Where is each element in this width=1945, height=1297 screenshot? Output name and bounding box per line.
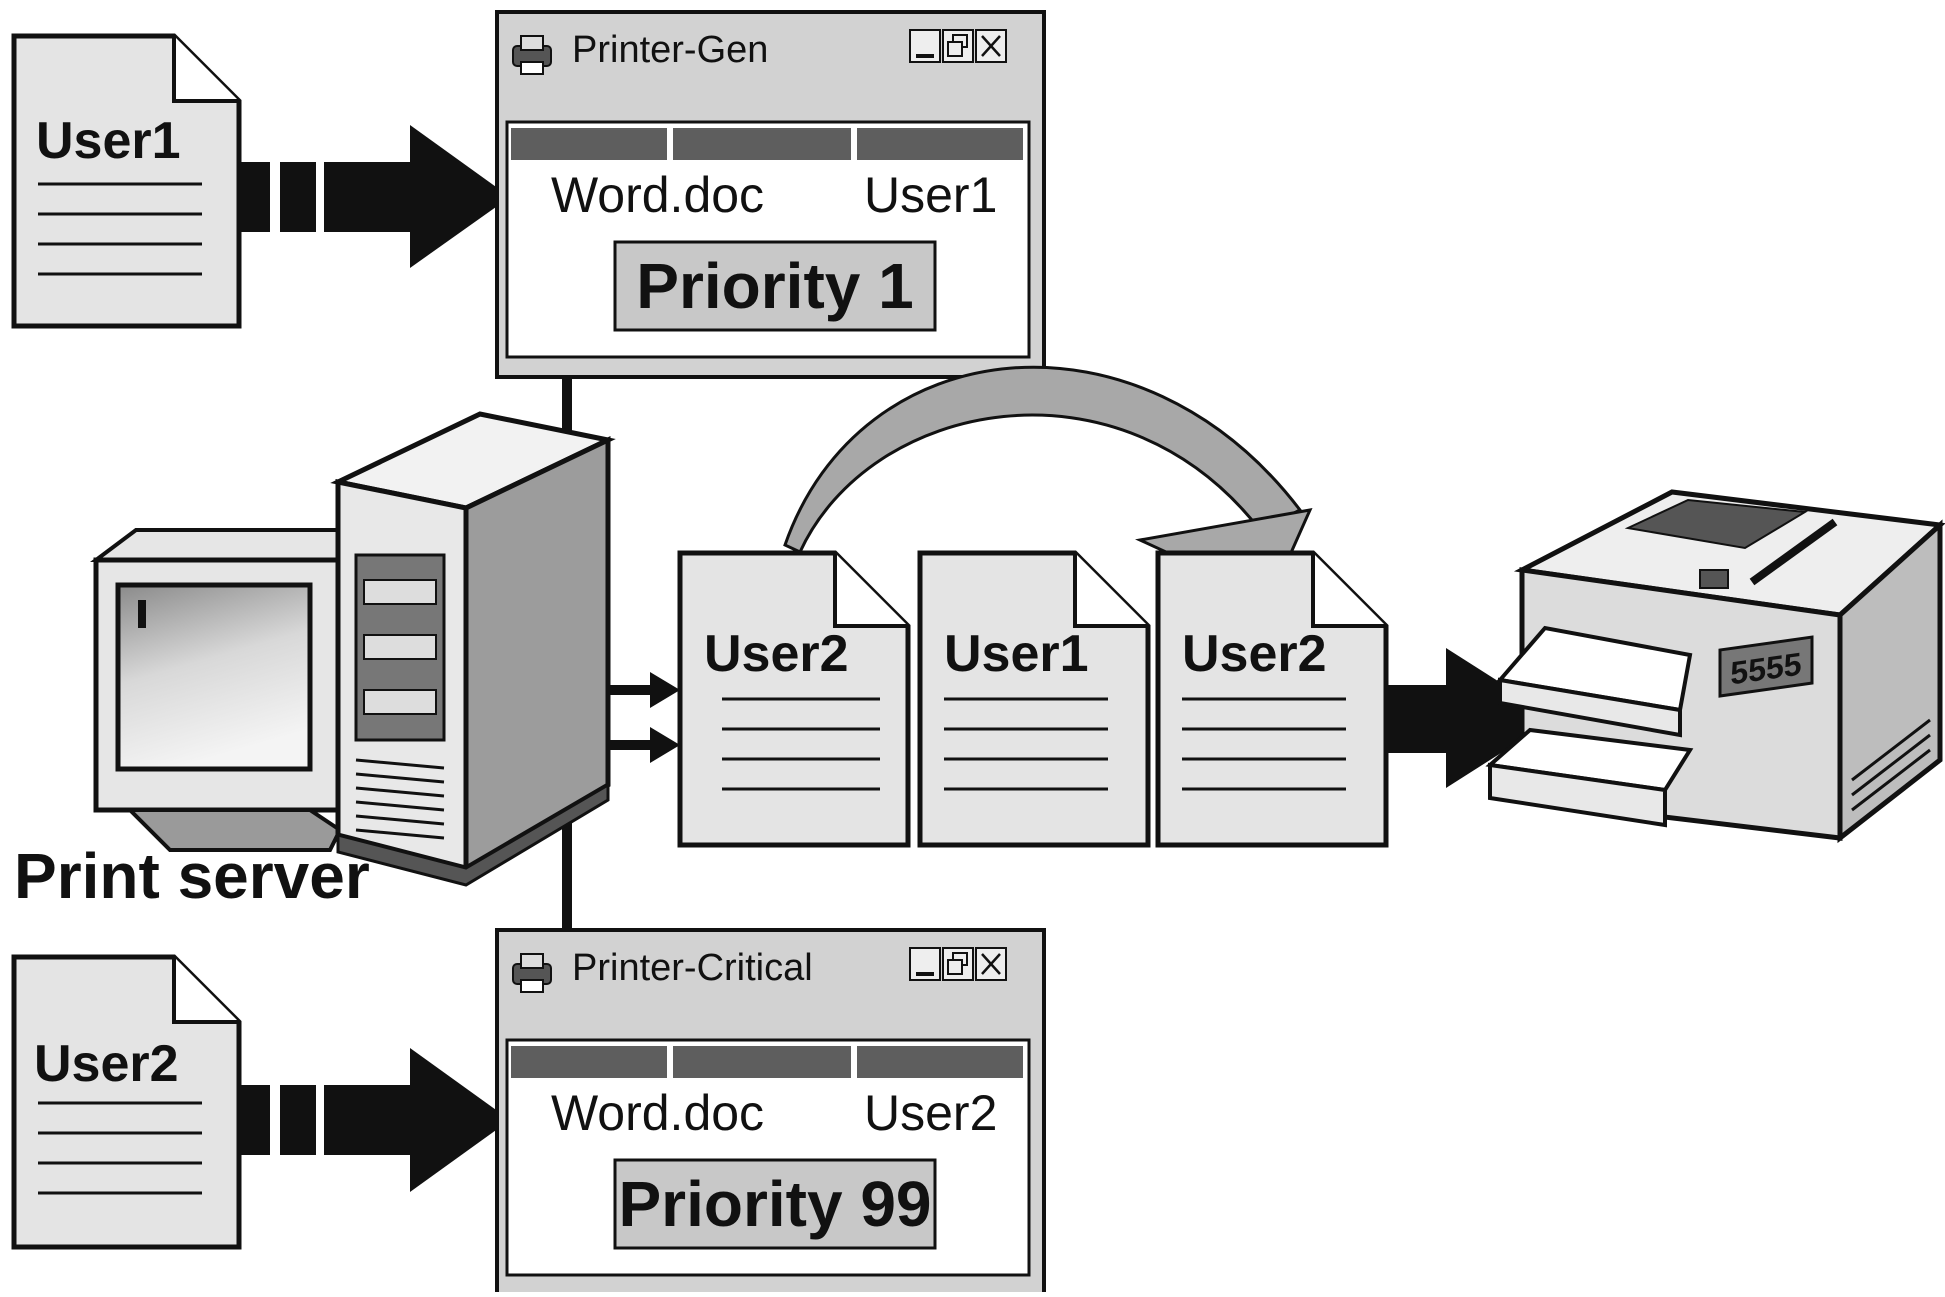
queue-document: User1 <box>917 550 1151 848</box>
priority-box <box>613 240 937 332</box>
printer-gen-window[interactable]: Printer-Gen Word.doc User1 Pr <box>495 10 1046 379</box>
close-icon <box>981 953 1001 975</box>
job-document-name: Word.doc <box>551 167 764 223</box>
print-server-label: Print server <box>14 840 370 912</box>
printer-icon <box>512 953 552 993</box>
restore-button[interactable] <box>942 947 974 981</box>
priority-label: Priority 99 <box>618 1168 931 1240</box>
document-label: User2 <box>34 1035 179 1093</box>
job-owner: User2 <box>864 1085 997 1141</box>
job-owner: User1 <box>864 167 997 223</box>
restore-icon <box>947 34 968 57</box>
close-button[interactable] <box>975 947 1007 981</box>
job-document-name: Word.doc <box>551 1085 764 1141</box>
document-label: User1 <box>36 112 181 170</box>
printer-display: 5555 <box>1718 635 1814 698</box>
source-document-user1: User1 <box>11 33 242 329</box>
job-list-header <box>511 128 1023 160</box>
minimize-button[interactable] <box>909 29 941 63</box>
send-arrow-user2 <box>240 1048 510 1192</box>
output-arrow <box>1388 648 1556 788</box>
drive-bays <box>354 553 446 742</box>
printer-icon <box>512 35 552 75</box>
queue-document: User2 <box>1155 550 1389 848</box>
paper-tray <box>1485 625 1694 828</box>
priority-box <box>613 1158 937 1250</box>
monitor-screen <box>115 582 313 772</box>
restore-icon <box>947 952 968 975</box>
job-row[interactable]: Word.doc User2 <box>551 1085 997 1141</box>
tower-vents <box>355 758 445 840</box>
arrowhead-icon <box>650 727 680 763</box>
minimize-button[interactable] <box>909 947 941 981</box>
job-list-header <box>511 1046 1023 1078</box>
send-arrow-user1 <box>240 125 510 268</box>
arrowhead-icon <box>650 672 680 708</box>
document-label: User1 <box>944 625 1089 683</box>
restore-button[interactable] <box>942 29 974 63</box>
source-document-user2: User2 <box>11 954 242 1250</box>
document-label: User2 <box>704 625 849 683</box>
printer-critical-window[interactable]: Printer-Critical Word.doc User2 <box>495 928 1046 1297</box>
queue-document: User2 <box>677 550 911 848</box>
window-title: Printer-Critical <box>572 947 813 989</box>
job-row[interactable]: Word.doc User1 <box>551 167 997 223</box>
close-icon <box>981 35 1001 57</box>
print-server-icon <box>90 411 616 887</box>
laser-printer-icon: 5555 <box>1485 489 1945 844</box>
priority-label: Priority 1 <box>636 250 913 322</box>
close-button[interactable] <box>975 29 1007 63</box>
window-title: Printer-Gen <box>572 29 768 71</box>
document-label: User2 <box>1182 625 1327 683</box>
